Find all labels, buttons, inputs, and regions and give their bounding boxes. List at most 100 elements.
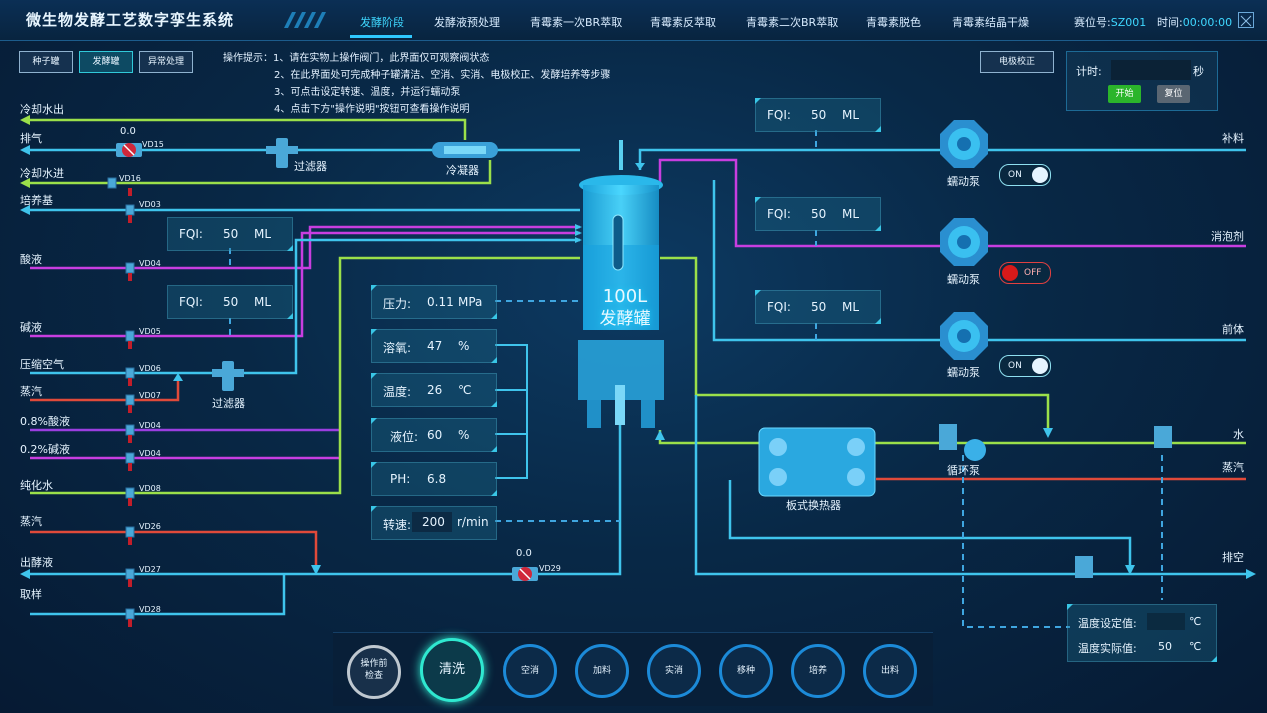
label-cool-out: 冷却水出	[20, 103, 64, 116]
label-sample: 取样	[20, 588, 42, 601]
peristaltic-pump-2-icon[interactable]	[938, 216, 990, 268]
pump-1-toggle[interactable]: ON	[999, 164, 1051, 186]
param-speed: 转速:	[371, 506, 497, 540]
pump-2-toggle[interactable]: OFF	[999, 262, 1051, 284]
timer-input[interactable]	[1111, 60, 1191, 80]
vd06-label: VD06	[139, 364, 161, 373]
hx-label: 板式换热器	[786, 499, 841, 512]
label-steam2: 蒸汽	[20, 515, 42, 528]
valve-vd29-icon	[512, 567, 538, 581]
pipe-steam1	[30, 378, 180, 402]
temp-actual-unit: ℃	[1189, 640, 1202, 653]
header-bar: 微生物发酵工艺数字孪生系统 发酵阶段 发酵液预处理 青霉素一次BR萃取 青霉素反…	[0, 0, 1267, 41]
circulation-pump-icon	[939, 424, 986, 461]
pipe-pure	[30, 256, 580, 495]
timer-reset-button[interactable]: 复位	[1157, 85, 1190, 103]
vd29-label: VD29	[539, 564, 561, 573]
vd08-label: VD08	[139, 484, 161, 493]
timer-panel: 计时: 秒 开始 复位	[1066, 51, 1218, 111]
pipe-cool-in	[30, 160, 492, 185]
circ-pump-label: 循环泵	[947, 464, 980, 477]
param-temperature: 温度:26℃	[371, 373, 497, 407]
valve-vd16-icon	[107, 177, 117, 189]
peristaltic-pump-1-icon[interactable]	[938, 118, 990, 170]
pipe-out	[30, 420, 622, 576]
pipe-acid	[30, 225, 580, 270]
step-clean-button[interactable]: 清洗	[420, 638, 484, 702]
temp-actual-value: 50	[1158, 640, 1172, 653]
step-discharge-button[interactable]: 出料	[863, 644, 917, 698]
speed-input[interactable]	[412, 512, 452, 532]
vd04a-label: VD04	[139, 259, 161, 268]
step-add-material-button[interactable]: 加料	[575, 644, 629, 698]
ferment-tank-button[interactable]: 发酵罐	[79, 51, 133, 73]
nav-tab-br2[interactable]: 青霉素二次BR萃取	[746, 16, 839, 29]
nav-tab-crystal[interactable]: 青霉素结晶干燥	[952, 16, 1029, 29]
vd05-label: VD05	[139, 327, 161, 336]
page-title: 微生物发酵工艺数字孪生系统	[26, 11, 235, 29]
valve-vd28-icon	[125, 608, 135, 620]
valve-vd26-icon	[125, 526, 135, 538]
vd16-label: VD16	[119, 174, 141, 183]
nav-tab-ferment[interactable]: 发酵阶段	[360, 16, 404, 29]
temp-set-input[interactable]	[1147, 613, 1185, 630]
step-real-sterilize-button[interactable]: 实消	[647, 644, 701, 698]
label-antifoam: 消泡剂	[1211, 230, 1244, 243]
filter1-label: 过滤器	[294, 160, 327, 173]
seed-tank-button[interactable]: 种子罐	[19, 51, 73, 73]
filter1-icon	[266, 138, 298, 168]
nav-tab-back-extract[interactable]: 青霉素反萃取	[650, 16, 716, 29]
nav-tab-br1[interactable]: 青霉素一次BR萃取	[530, 16, 623, 29]
pipe-vent	[694, 395, 1246, 576]
electrode-calibrate-button[interactable]: 电极校正	[980, 51, 1054, 73]
param-ph: PH:6.8	[371, 462, 497, 496]
label-acid08: 0.8%酸液	[20, 415, 70, 428]
timer-unit: 秒	[1193, 65, 1204, 78]
step-precheck-button[interactable]: 操作前检查	[347, 645, 401, 699]
label-acid: 酸液	[20, 253, 42, 266]
vd27-label: VD27	[139, 565, 161, 574]
step-culture-button[interactable]: 培养	[791, 644, 845, 698]
temp-set-unit: ℃	[1189, 615, 1202, 628]
pump-1-label: 蠕动泵	[947, 175, 980, 188]
label-precursor: 前体	[1222, 323, 1244, 336]
fermenter-vessel-icon	[578, 140, 664, 428]
pump-3-toggle[interactable]: ON	[999, 355, 1051, 377]
label-vent: 排空	[1222, 551, 1244, 564]
label-base: 碱液	[20, 321, 42, 334]
abnormal-button[interactable]: 异常处理	[139, 51, 193, 73]
param-dissolved-oxygen: 溶氧:47%	[371, 329, 497, 363]
valve-vd07-icon	[125, 394, 135, 406]
valve-vd04b-icon	[125, 424, 135, 436]
peristaltic-pump-3-icon[interactable]	[938, 310, 990, 362]
pump-2-label: 蠕动泵	[947, 273, 980, 286]
vd28-label: VD28	[139, 605, 161, 614]
nav-tab-pretreat[interactable]: 发酵液预处理	[434, 16, 500, 29]
timer-start-button[interactable]: 开始	[1108, 85, 1141, 103]
step-inoculate-button[interactable]: 移种	[719, 644, 773, 698]
header-decoration-icon	[284, 12, 326, 28]
pipe-precursor	[712, 180, 1246, 342]
temp-actual-label: 温度实际值:	[1078, 642, 1137, 655]
nav-tab-decolor[interactable]: 青霉素脱色	[866, 16, 921, 29]
valve-vd03-icon	[125, 204, 135, 216]
label-exhaust: 排气	[20, 132, 42, 145]
label-out: 出酵液	[20, 556, 53, 569]
temp-set-label: 温度设定值:	[1078, 617, 1137, 630]
vd26-label: VD26	[139, 522, 161, 531]
condenser-icon	[432, 142, 498, 158]
close-icon[interactable]	[1238, 12, 1254, 28]
vessel-volume: 100L	[602, 286, 648, 307]
label-base02: 0.2%碱液	[20, 443, 70, 456]
timer-label: 计时:	[1076, 65, 1102, 78]
label-cool-in: 冷却水进	[20, 167, 64, 180]
pipe-sample	[30, 574, 286, 616]
valve-vd04a-icon	[125, 262, 135, 274]
step-empty-sterilize-button[interactable]: 空消	[503, 644, 557, 698]
